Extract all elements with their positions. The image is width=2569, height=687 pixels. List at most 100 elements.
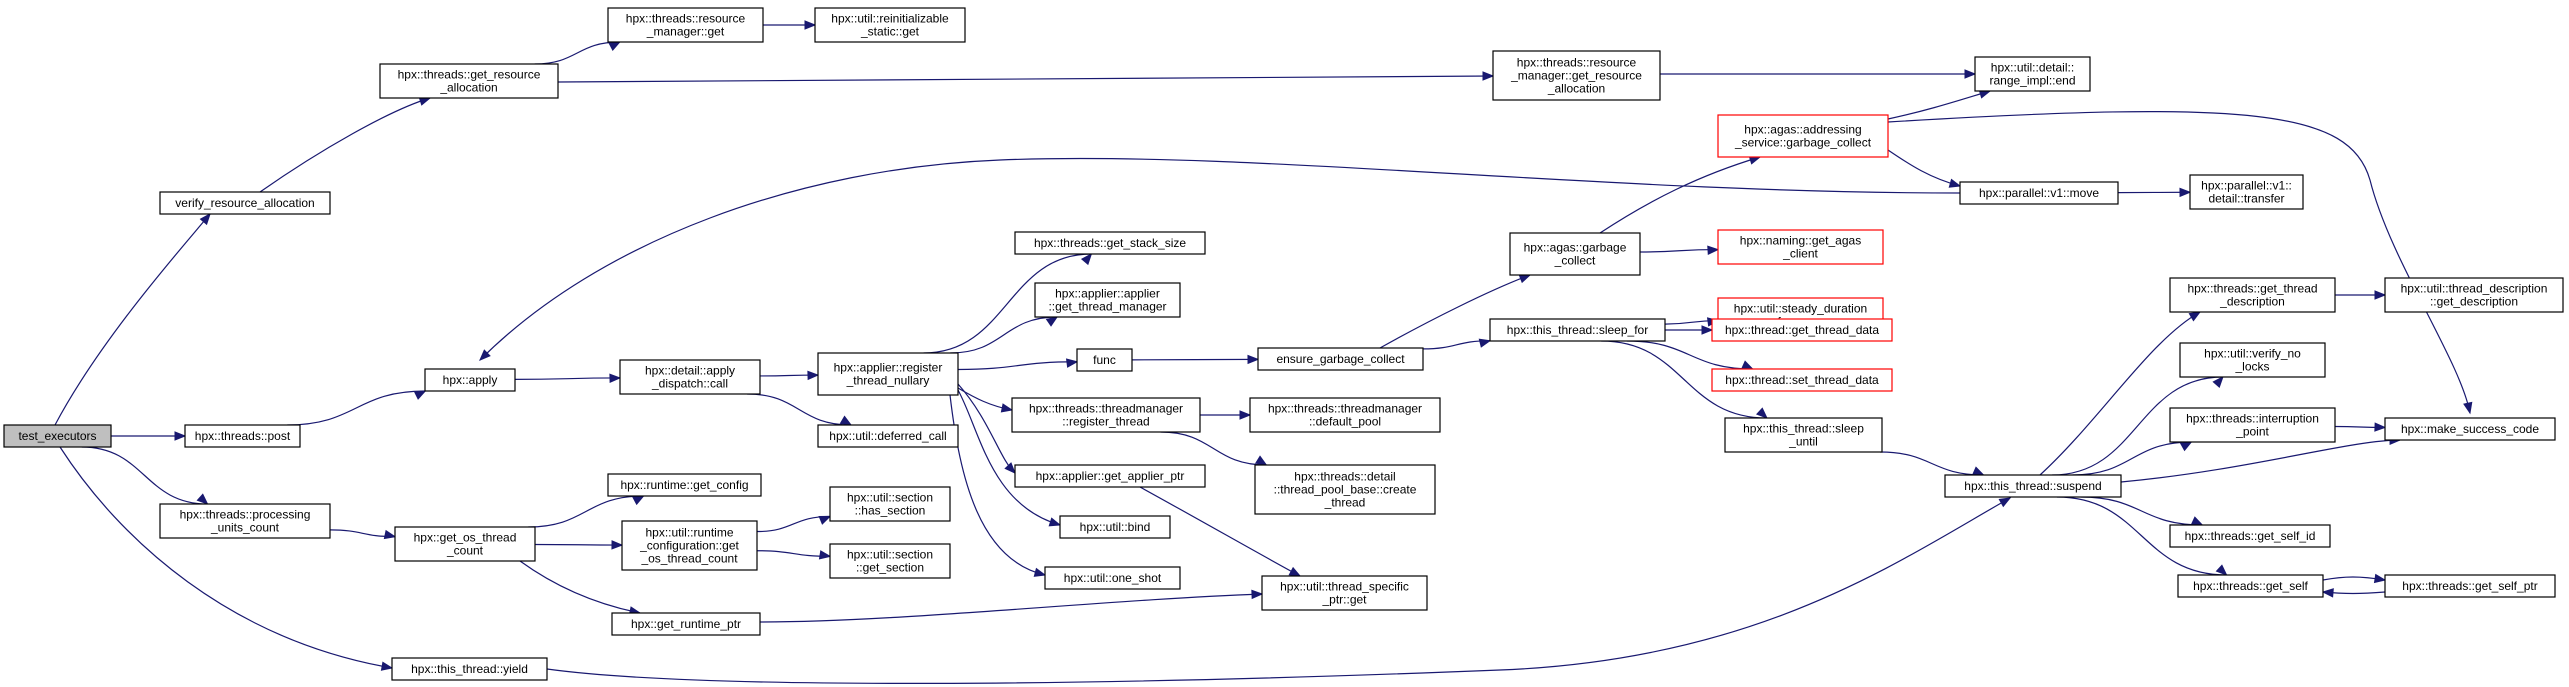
edge-move-to-apply xyxy=(479,157,1961,361)
node-label: _allocation xyxy=(1547,82,1605,96)
node-rt-config-os[interactable]: hpx::util::runtime_configuration::get_os… xyxy=(621,520,758,571)
node-ensure-gc[interactable]: ensure_garbage_collect xyxy=(1257,347,1424,371)
node-stack-size[interactable]: hpx::threads::get_stack_size xyxy=(1014,231,1206,255)
node-label: _service::garbage_collect xyxy=(1734,136,1872,150)
node-bind[interactable]: hpx::util::bind xyxy=(1059,515,1171,539)
node-has-section[interactable]: hpx::util::section::has_section xyxy=(829,486,951,522)
node-label: _locks xyxy=(2234,360,2269,374)
node-get-td[interactable]: hpx::thread::get_thread_data xyxy=(1711,318,1893,342)
node-box xyxy=(611,612,761,636)
node-box xyxy=(1944,474,2122,498)
node-get-desc[interactable]: hpx::threads::get_thread_description xyxy=(2169,277,2336,313)
node-label: hpx::util::runtime xyxy=(645,526,733,540)
node-box xyxy=(1717,114,1889,158)
edge-sleep_until-to-suspend-arrowhead xyxy=(1971,466,1985,476)
node-label: hpx::threads::post xyxy=(195,429,291,443)
node-move[interactable]: hpx::parallel::v1::move xyxy=(1959,181,2119,205)
node-label: hpx::util::deferred_call xyxy=(829,429,946,443)
edge-apply-to-apply_dispatch-arrowhead xyxy=(609,373,622,383)
node-label: hpx::runtime::get_config xyxy=(620,478,748,492)
node-tm-register[interactable]: hpx::threads::threadmanager::register_th… xyxy=(1011,397,1201,433)
node-set-td[interactable]: hpx::thread::set_thread_data xyxy=(1711,368,1893,392)
node-yield[interactable]: hpx::this_thread::yield xyxy=(391,657,548,681)
node-get-self-id[interactable]: hpx::threads::get_self_id xyxy=(2169,524,2331,548)
node-get-self-ptr[interactable]: hpx::threads::get_self_ptr xyxy=(2384,574,2556,598)
node-verify-no-locks[interactable]: hpx::util::verify_no_locks xyxy=(2179,342,2326,378)
node-applier-tm[interactable]: hpx::applier::applier::get_thread_manage… xyxy=(1034,282,1181,318)
edge-suspend-to-interruption-arrowhead xyxy=(2179,441,2193,452)
node-get-section[interactable]: hpx::util::section::get_section xyxy=(829,543,951,579)
edge-register_nullary-to-get_applier xyxy=(957,383,1016,474)
node-box xyxy=(619,359,761,395)
node-label: _description xyxy=(2219,295,2285,309)
node-box xyxy=(2169,277,2336,313)
node-make-success[interactable]: hpx::make_success_code xyxy=(2384,417,2556,441)
node-label: hpx::threads::detail xyxy=(1294,470,1395,484)
node-transfer[interactable]: hpx::parallel::v1::detail::transfer xyxy=(2189,174,2304,210)
node-label: _thread xyxy=(1324,496,1366,510)
node-label: hpx::threads::get_thread xyxy=(2187,282,2317,296)
edge-sleep_for-to-set_td-arrowhead xyxy=(1741,360,1754,370)
node-sleep-for[interactable]: hpx::this_thread::sleep_for xyxy=(1489,318,1666,342)
node-os-thread[interactable]: hpx::get_os_thread_count xyxy=(394,526,536,562)
node-func[interactable]: func xyxy=(1076,348,1133,372)
edge-apply_dispatch-to-deferred-arrowhead xyxy=(839,415,853,426)
node-post[interactable]: hpx::threads::post xyxy=(184,424,301,448)
node-register-nullary[interactable]: hpx::applier::register_thread_nullary xyxy=(817,352,959,396)
node-box xyxy=(379,63,559,99)
node-tpb-create[interactable]: hpx::threads::detail::thread_pool_base::… xyxy=(1254,464,1436,515)
edge-get_applier-to-tsp_get xyxy=(1139,486,1301,577)
edge-suspend-to-interruption xyxy=(2072,441,2192,476)
node-runtime-config[interactable]: hpx::runtime::get_config xyxy=(607,473,762,497)
node-range-end[interactable]: hpx::util::detail::range_impl::end xyxy=(1974,56,2091,92)
edge-get_self_ptr-to-get_self-arrowhead xyxy=(2321,588,2334,598)
node-test[interactable]: test_executors xyxy=(3,424,112,448)
node-label: detail::transfer xyxy=(2208,192,2284,206)
edge-runtime_ptr-to-tsp_get xyxy=(759,593,1263,623)
node-processing[interactable]: hpx::threads::processing_units_count xyxy=(159,503,331,539)
node-box xyxy=(1249,397,1441,433)
node-reinit[interactable]: hpx::util::reinitializable_static::get xyxy=(814,7,966,43)
node-get-applier[interactable]: hpx::applier::get_applier_ptr xyxy=(1014,464,1206,488)
edge-register_nullary-to-get_applier-arrowhead xyxy=(1004,462,1016,474)
node-runtime-ptr[interactable]: hpx::get_runtime_ptr xyxy=(611,612,761,636)
edge-register_nullary-to-applier_tm xyxy=(950,316,1058,354)
node-rm-get[interactable]: hpx::threads::resource_manager::get xyxy=(607,7,764,43)
node-label: hpx::get_runtime_ptr xyxy=(631,617,741,631)
node-sleep-until[interactable]: hpx::this_thread::sleep_until xyxy=(1724,417,1883,453)
node-box xyxy=(1034,282,1181,318)
node-label: _static::get xyxy=(860,25,920,39)
node-tsp-get[interactable]: hpx::util::thread_specific_ptr::get xyxy=(1261,575,1428,611)
node-suspend[interactable]: hpx::this_thread::suspend xyxy=(1944,474,2122,498)
node-label: range_impl::end xyxy=(1989,74,2075,88)
node-interruption[interactable]: hpx::threads::interruption_point xyxy=(2169,407,2336,443)
node-label: ::thread_pool_base::create xyxy=(1274,483,1417,497)
node-one-shot[interactable]: hpx::util::one_shot xyxy=(1044,566,1181,590)
edge-register_nullary-to-stack_size-arrowhead xyxy=(1080,252,1093,266)
node-get-res-alloc[interactable]: hpx::threads::get_resource_allocation xyxy=(379,63,559,99)
node-tm-default[interactable]: hpx::threads::threadmanager::default_poo… xyxy=(1249,397,1441,433)
node-verify[interactable]: verify_resource_allocation xyxy=(159,191,331,215)
node-label: hpx::threads::threadmanager xyxy=(1268,402,1422,416)
edge-get_desc-to-td_get_desc-arrowhead xyxy=(2374,290,2387,300)
node-deferred[interactable]: hpx::util::deferred_call xyxy=(817,424,959,448)
node-td-get-desc[interactable]: hpx::util::thread_description::get_descr… xyxy=(2384,277,2564,313)
node-box xyxy=(1076,348,1133,372)
node-label: hpx::agas::addressing xyxy=(1744,123,1861,137)
edge-get_res_alloc-to-rm_get_res-arrowhead xyxy=(1482,71,1495,81)
node-get-self[interactable]: hpx::threads::get_self xyxy=(2177,574,2324,598)
edge-suspend-to-get_self-arrowhead xyxy=(2215,564,2228,576)
node-naming[interactable]: hpx::naming::get_agas_client xyxy=(1717,229,1884,265)
node-box xyxy=(1014,464,1206,488)
edge-post-to-apply xyxy=(287,390,426,426)
node-label: hpx::util::verify_no xyxy=(2204,347,2301,361)
node-agas-gc[interactable]: hpx::agas::addressing_service::garbage_c… xyxy=(1717,114,1889,158)
node-label: verify_resource_allocation xyxy=(175,196,314,210)
node-rm-get-res[interactable]: hpx::threads::resource_manager::get_reso… xyxy=(1492,50,1661,101)
node-label: _thread_nullary xyxy=(846,374,930,388)
node-apply[interactable]: hpx::apply xyxy=(424,368,516,392)
node-label: hpx::util::bind xyxy=(1080,520,1151,534)
node-apply-dispatch[interactable]: hpx::detail::apply_dispatch::call xyxy=(619,359,761,395)
node-agas-gc2[interactable]: hpx::agas::garbage_collect xyxy=(1509,232,1641,276)
